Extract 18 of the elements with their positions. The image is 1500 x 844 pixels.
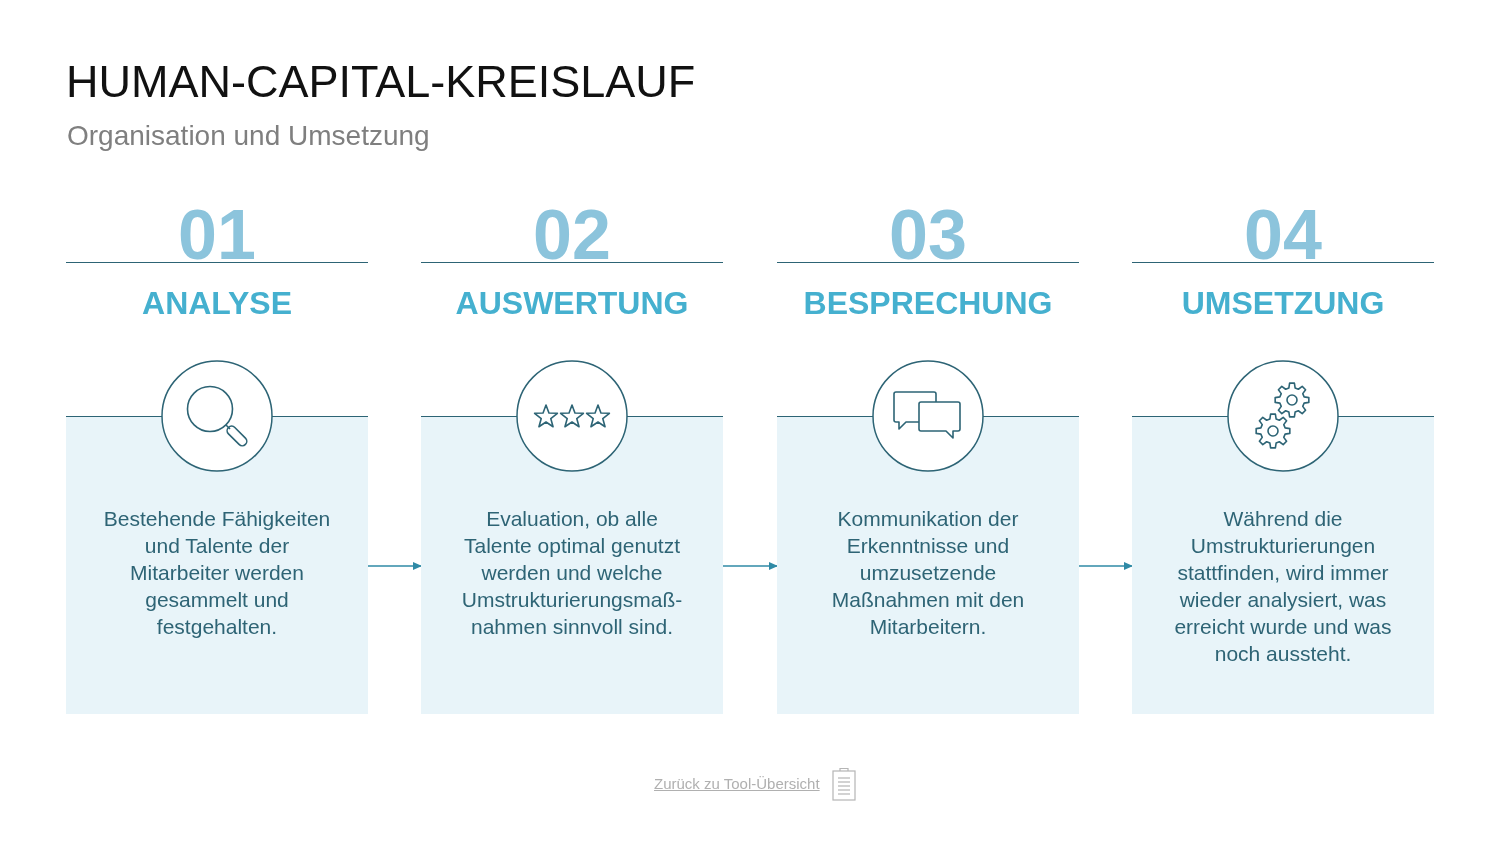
arrow (722, 562, 778, 570)
title: HUMAN-CAPITAL-KREISLAUF (66, 56, 696, 108)
step-description: Bestehende Fähigkeiten und Talente der Mitarbeiter werden gesammelt und festgehalten. (102, 506, 332, 640)
step-heading: ANALYSE (141, 285, 293, 321)
back-link: Zurück zu Tool-Übersicht (654, 775, 820, 793)
step-description: Kommunikation der Erkenntnisse und umzusetzende Maßnahmen mit den Mitarbeitern. (830, 506, 1026, 640)
step-heading: AUSWERTUNG (454, 285, 690, 321)
arrow (367, 562, 422, 570)
step-description: Während die Umstrukturierungen stattfinden, wird immer wieder analysiert, was erreicht wurde und was noch aussteht. (1173, 506, 1393, 667)
subtitle: Organisation und Umsetzung (67, 119, 430, 153)
step-number: 02 (532, 209, 612, 261)
step-number: 03 (888, 209, 968, 261)
step-number: 01 (177, 209, 257, 261)
step-heading: BESPRECHUNG (802, 285, 1054, 321)
step-description: Evaluation, ob alle Talente optimal genutzt werden und welche Umstrukturierungsmaß- nahmen sinnvoll sind. (460, 506, 684, 640)
arrow (1078, 562, 1133, 570)
step-number: 04 (1243, 209, 1323, 261)
step-heading: UMSETZUNG (1180, 285, 1386, 321)
